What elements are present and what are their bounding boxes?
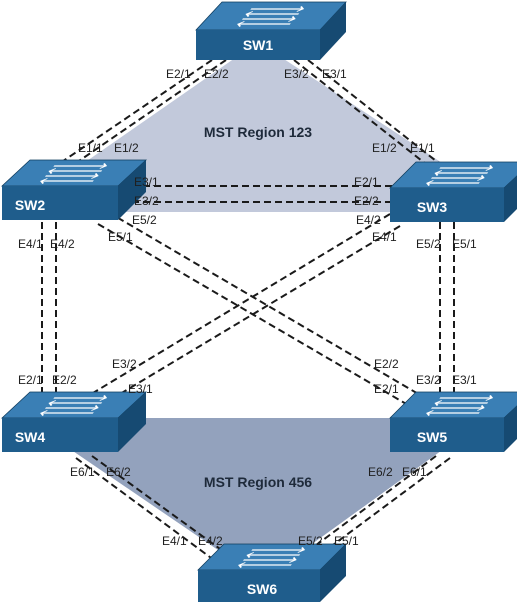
- port-label: E3/2: [416, 373, 441, 387]
- port-label: E4/1: [372, 230, 397, 244]
- port-label: E2/1: [18, 373, 43, 387]
- port-label: E1/2: [372, 141, 397, 155]
- switch-sw1[interactable]: SW1: [195, 1, 347, 60]
- switch-label: SW4: [15, 429, 46, 445]
- region-123-label: MST Region 123: [204, 124, 312, 140]
- switch-sw5[interactable]: SW5: [389, 391, 517, 452]
- switch-label: SW3: [417, 199, 448, 215]
- switch-front-face: [390, 418, 504, 452]
- link-sw4-sw6-a: [75, 457, 223, 567]
- port-label: E1/1: [410, 141, 435, 155]
- port-label: E3/1: [452, 373, 477, 387]
- port-label: E3/2: [134, 194, 159, 208]
- switch-sw6[interactable]: SW6: [197, 543, 347, 602]
- port-label: E6/1: [70, 465, 95, 479]
- switch-side-face: [118, 160, 146, 220]
- switch-front-face: [198, 570, 320, 602]
- switch-label: SW6: [247, 581, 278, 597]
- switch-side-face: [504, 405, 517, 452]
- switch-label: SW5: [417, 429, 448, 445]
- port-label: E6/2: [106, 465, 131, 479]
- port-label: E4/1: [18, 237, 43, 251]
- port-label: E6/2: [368, 465, 393, 479]
- switch-top-face: [389, 391, 517, 419]
- port-label: E2/2: [52, 373, 77, 387]
- port-label: E5/2: [132, 213, 157, 227]
- switch-front-face: [2, 418, 118, 452]
- link-sw1-sw2-b: [59, 59, 227, 175]
- port-label: E2/1: [374, 382, 399, 396]
- links: [41, 59, 455, 569]
- port-label: E5/2: [416, 237, 441, 251]
- link-sw1-sw3-a: [293, 59, 437, 173]
- port-label: E5/1: [108, 230, 133, 244]
- switch-front-face: [390, 188, 504, 222]
- mst-region-123-area: [48, 42, 468, 212]
- switch-front-face: [196, 30, 320, 60]
- port-label: E2/1: [354, 175, 379, 189]
- link-sw4-sw6-b: [91, 455, 239, 563]
- port-label: E3/1: [134, 175, 159, 189]
- link-sw5-sw6-a: [287, 455, 437, 567]
- switch-front-face: [2, 186, 118, 220]
- switch-sw2[interactable]: SW2: [0, 159, 148, 220]
- port-label: E1/2: [114, 141, 139, 155]
- port-label: E3/1: [128, 382, 153, 396]
- link-sw2-sw5-b: [97, 223, 421, 413]
- switch-sw3[interactable]: SW3: [389, 161, 517, 222]
- link-sw2-sw5-a: [107, 211, 433, 403]
- switch-side-face: [320, 2, 346, 60]
- link-sw5-sw6-b: [301, 457, 451, 569]
- mst-region-456-area: [45, 418, 470, 580]
- link-sw3-sw4-a: [77, 213, 391, 403]
- port-label: E1/1: [78, 141, 103, 155]
- port-label: E2/2: [374, 357, 399, 371]
- port-label: E2/2: [204, 67, 229, 81]
- switch-side-face: [320, 544, 346, 602]
- region-456-label: MST Region 456: [204, 474, 312, 490]
- switch-side-face: [118, 392, 146, 452]
- link-sw3-sw4-b: [89, 225, 401, 413]
- port-label: E5/2: [298, 534, 323, 548]
- port-label: E3/2: [284, 67, 309, 81]
- switch-top-face: [195, 1, 347, 31]
- port-label: E2/1: [166, 67, 191, 81]
- port-label: E3/2: [112, 357, 137, 371]
- port-label: E2/2: [354, 194, 379, 208]
- port-label: E4/2: [198, 534, 223, 548]
- switch-label: SW2: [15, 197, 46, 213]
- port-label: E4/2: [356, 213, 381, 227]
- port-label: E4/1: [162, 534, 187, 548]
- switch-label: SW1: [243, 37, 274, 53]
- port-label: E3/1: [322, 67, 347, 81]
- link-sw1-sw3-b: [307, 59, 451, 173]
- link-sw1-sw2-a: [43, 59, 213, 175]
- port-label: E5/1: [452, 237, 477, 251]
- port-label: E5/1: [334, 534, 359, 548]
- port-labels: E2/1 E2/2 E3/2 E3/1 E1/1 E1/2 E3/1 E3/2 …: [18, 67, 477, 548]
- port-label: E6/1: [402, 465, 427, 479]
- switch-side-face: [504, 175, 517, 222]
- port-label: E4/2: [50, 237, 75, 251]
- switch-sw4[interactable]: SW4: [0, 391, 148, 452]
